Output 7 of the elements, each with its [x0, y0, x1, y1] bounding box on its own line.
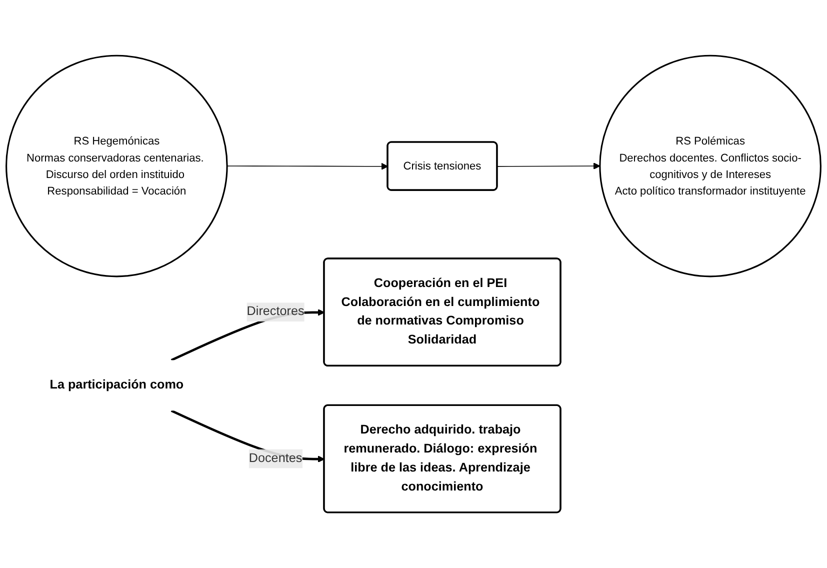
- node-circle: RS Polémicas Derechos docentes. Conflictos socio-cognitivos y de Intereses Acto político transformador instituyente: [599, 54, 822, 278]
- edge-label: Directores: [246, 304, 304, 318]
- node-circle: RS Hegemónicas Normas conservadoras centenarias. Discurso del orden instituido Responsabilidad = Vocación: [6, 54, 228, 278]
- arrow: [496, 162, 600, 170]
- edge-label: Docentes: [248, 452, 302, 466]
- arrow: [226, 162, 388, 170]
- node-text: La participación como: [50, 378, 184, 392]
